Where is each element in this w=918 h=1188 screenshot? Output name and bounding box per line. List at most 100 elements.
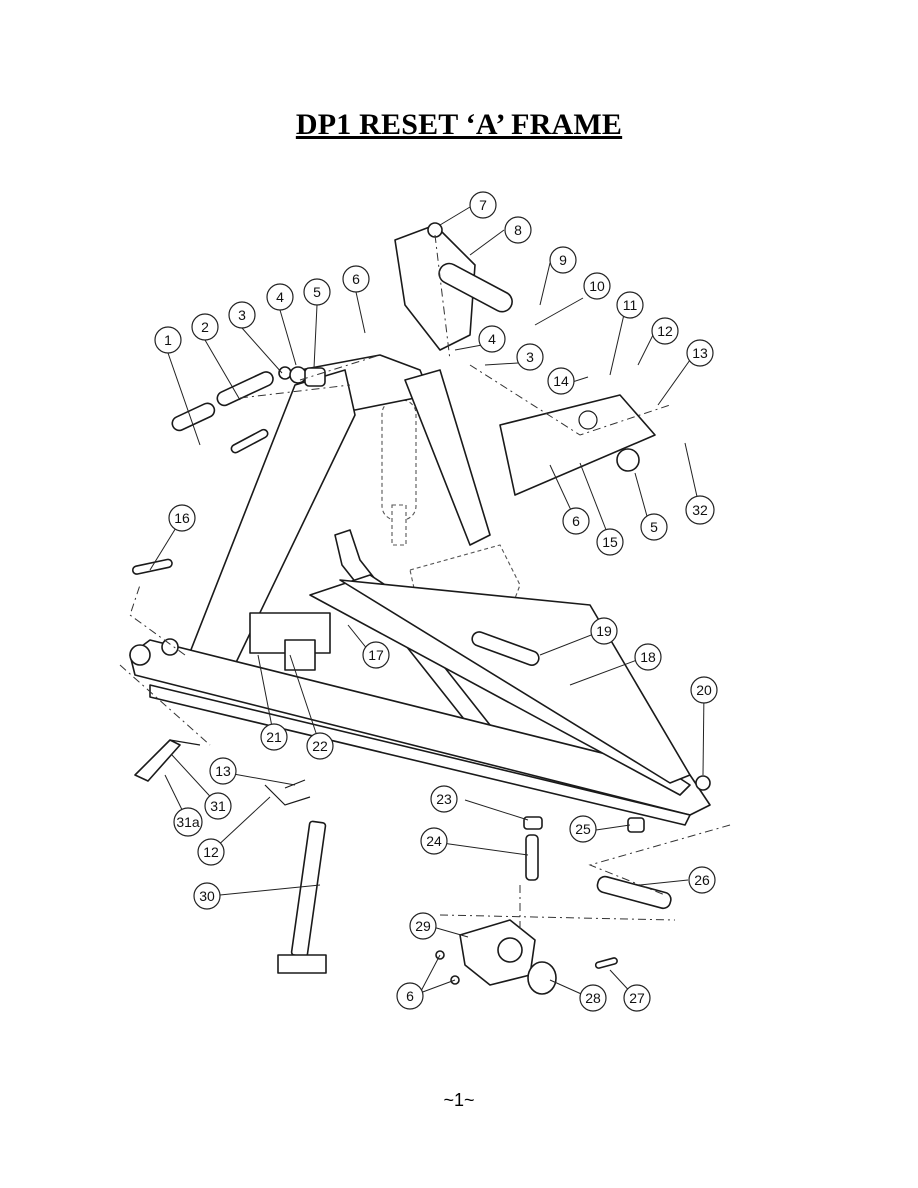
pin-2 — [216, 371, 274, 407]
callout-3b: 3 — [516, 343, 544, 371]
bolt-16a — [230, 428, 269, 454]
callout-23: 23 — [430, 785, 458, 813]
callout-label: 5 — [313, 284, 321, 300]
callout-28: 28 — [579, 984, 607, 1012]
callout-13: 13 — [686, 339, 714, 367]
callout-3: 3 — [228, 301, 256, 329]
callout-label: 9 — [559, 252, 567, 268]
callout-5: 5 — [303, 278, 331, 306]
callout-12b: 12 — [197, 838, 225, 866]
callout-label: 23 — [436, 791, 452, 807]
callout-30: 30 — [193, 882, 221, 910]
bolt-24 — [525, 834, 539, 881]
head-pin — [438, 262, 513, 313]
callout-label: 21 — [266, 729, 282, 745]
cylinder-rod — [391, 504, 407, 546]
callout-label: 28 — [585, 990, 601, 1006]
callout-label: 4 — [276, 289, 284, 305]
callout-10: 10 — [583, 272, 611, 300]
callout-22: 22 — [306, 732, 334, 760]
callout-label: 26 — [694, 872, 710, 888]
callout-label: 32 — [692, 502, 708, 518]
jack-foot — [277, 954, 327, 974]
lower-beam — [129, 639, 711, 816]
callout-label: 6 — [406, 988, 414, 1004]
callout-label: 18 — [640, 649, 656, 665]
callout-31: 31 — [204, 792, 232, 820]
callout-label: 13 — [692, 345, 708, 361]
callout-19: 19 — [590, 617, 618, 645]
callout-label: 12 — [203, 844, 219, 860]
bolt-3 — [278, 366, 292, 380]
callout-5b: 5 — [640, 513, 668, 541]
callout-14: 14 — [547, 367, 575, 395]
callout-label: 10 — [589, 278, 605, 294]
washer-4 — [289, 366, 307, 384]
left-upright — [184, 369, 356, 676]
callout-1: 1 — [154, 326, 182, 354]
pin-1 — [171, 402, 216, 432]
callout-12: 12 — [651, 317, 679, 345]
callout-16: 16 — [168, 504, 196, 532]
callout-label: 20 — [696, 682, 712, 698]
callout-8: 8 — [504, 216, 532, 244]
callout-4b: 4 — [478, 325, 506, 353]
callout-label: 22 — [312, 738, 328, 754]
callout-label: 11 — [623, 297, 638, 313]
callout-label: 8 — [514, 222, 522, 238]
callout-label: 19 — [596, 623, 612, 639]
handle-31 — [134, 739, 181, 782]
pivot-pin — [129, 644, 151, 666]
callout-9: 9 — [549, 246, 577, 274]
callout-label: 1 — [164, 332, 172, 348]
callout-29: 29 — [409, 912, 437, 940]
callout-18: 18 — [634, 643, 662, 671]
callout-7: 7 — [469, 191, 497, 219]
cross-beam-bracket — [284, 639, 316, 671]
callout-label: 2 — [201, 319, 209, 335]
callout-26: 26 — [688, 866, 716, 894]
callout-label: 3 — [526, 349, 534, 365]
lower-rail — [149, 684, 691, 826]
callout-label: 4 — [488, 331, 496, 347]
plate-bush — [616, 448, 640, 472]
page-number: ~1~ — [443, 1090, 475, 1110]
page-title: DP1 RESET ‘A’ FRAME — [295, 108, 623, 141]
callout-4: 4 — [266, 283, 294, 311]
nut-23 — [523, 816, 543, 830]
callout-label: 31a — [176, 814, 200, 830]
callout-6b: 6 — [562, 507, 590, 535]
callout-label: 16 — [174, 510, 190, 526]
callout-6d: 6 — [396, 982, 424, 1010]
callout-label: 27 — [629, 990, 645, 1006]
mount-plate — [499, 394, 656, 496]
pin-26 — [596, 875, 672, 910]
hydraulic-cylinder — [381, 399, 417, 521]
callout-31a: 31a — [173, 807, 203, 837]
callout-11: 11 — [616, 291, 644, 319]
callout-label: 15 — [602, 534, 618, 550]
roller-28 — [527, 961, 557, 995]
callout-label: 14 — [553, 373, 569, 389]
jack-stand — [290, 820, 327, 958]
callout-label: 31 — [210, 798, 226, 814]
callout-25: 25 — [569, 815, 597, 843]
callout-label: 12 — [657, 323, 673, 339]
callout-27: 27 — [623, 984, 651, 1012]
pin-27 — [594, 957, 618, 969]
callout-6: 6 — [342, 265, 370, 293]
callout-13b: 13 — [209, 757, 237, 785]
callout-label: 6 — [352, 271, 360, 287]
callout-label: 29 — [415, 918, 431, 934]
bush-25 — [627, 817, 645, 833]
right-upright — [404, 369, 491, 546]
callout-21: 21 — [260, 723, 288, 751]
callout-label: 5 — [650, 519, 658, 535]
callout-label: 6 — [572, 513, 580, 529]
callout-20: 20 — [690, 676, 718, 704]
callout-label: 13 — [215, 763, 231, 779]
pin-19 — [471, 631, 540, 666]
callout-label: 30 — [199, 888, 215, 904]
callout-15: 15 — [596, 528, 624, 556]
callout-label: 25 — [575, 821, 591, 837]
